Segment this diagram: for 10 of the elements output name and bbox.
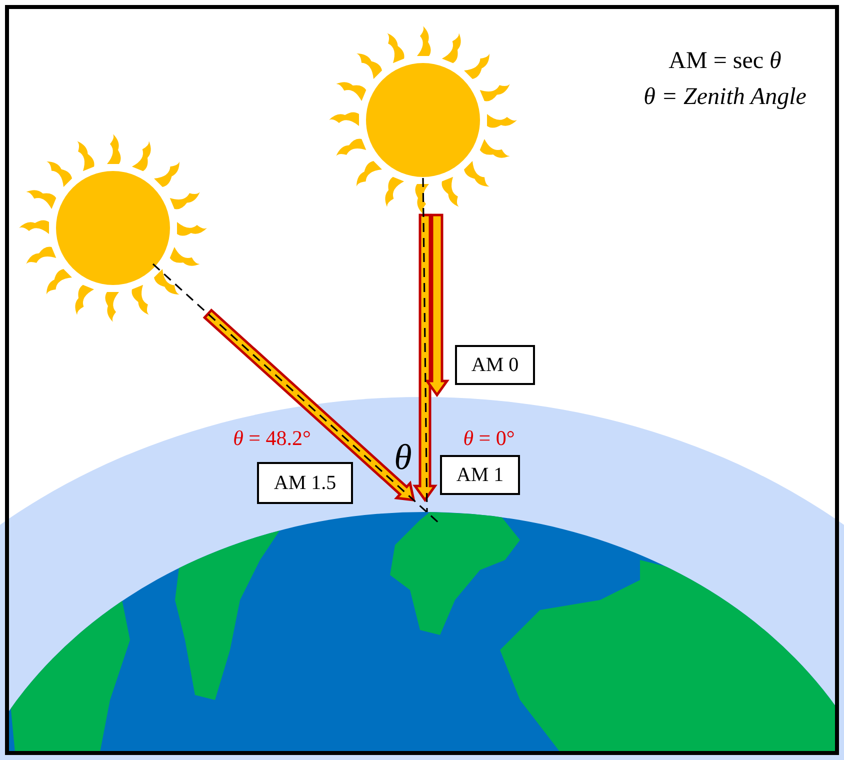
formula-text: AM = sec θ — [668, 48, 782, 75]
formula-text: θ = Zenith Angle — [644, 84, 806, 111]
label-box: AM 0 — [455, 345, 535, 385]
angle-label: θ = 48.2° — [233, 426, 311, 451]
label-box: AM 1 — [440, 455, 520, 495]
light-ray-arrow — [424, 214, 450, 398]
angle-label: θ = 0° — [463, 426, 515, 451]
label-box: AM 1.5 — [257, 462, 353, 504]
angle-symbol: θ — [394, 436, 412, 478]
light-ray-arrow — [202, 308, 416, 502]
